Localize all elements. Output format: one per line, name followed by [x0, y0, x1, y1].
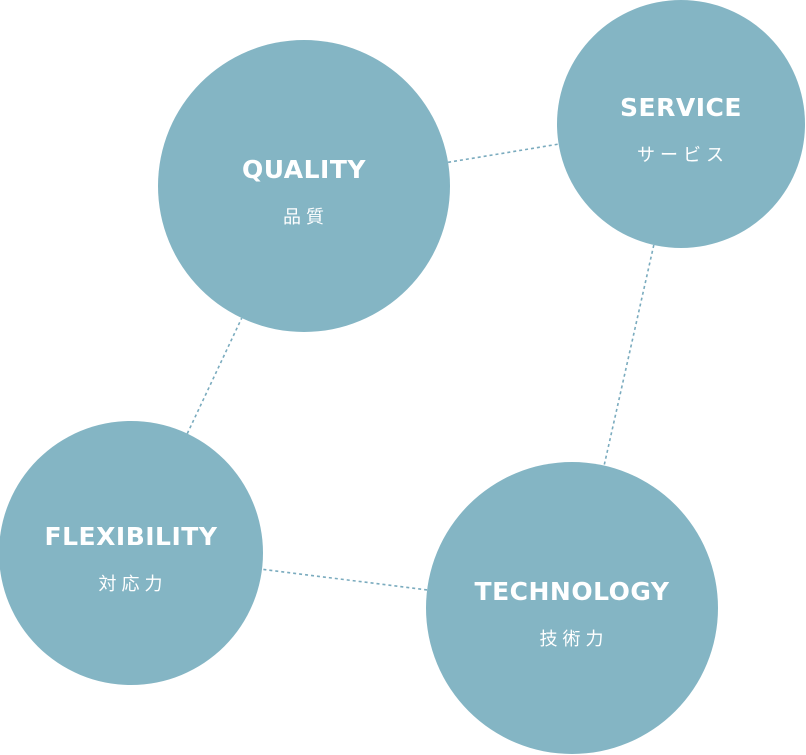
connector-technology-flexibility — [261, 568, 428, 591]
technology-subtitle: 技術力 — [540, 629, 609, 650]
connector-lines — [186, 143, 655, 591]
service-circle — [557, 0, 805, 248]
node-quality: QUALITY 品質 — [158, 40, 450, 332]
quality-title: QUALITY — [242, 155, 366, 184]
flexibility-title: FLEXIBILITY — [45, 522, 218, 551]
flexibility-subtitle: 対応力 — [99, 574, 168, 595]
technology-circle — [426, 462, 718, 754]
connector-quality-service — [447, 143, 559, 164]
quality-subtitle: 品質 — [283, 207, 329, 228]
flexibility-circle — [0, 421, 263, 685]
quality-circle — [158, 40, 450, 332]
service-subtitle: サービス — [637, 145, 729, 166]
connector-service-technology — [603, 244, 655, 466]
connector-flexibility-quality — [186, 317, 243, 434]
node-flexibility: FLEXIBILITY 対応力 — [0, 421, 263, 685]
node-technology: TECHNOLOGY 技術力 — [426, 462, 718, 754]
node-service: SERVICE サービス — [557, 0, 805, 248]
service-title: SERVICE — [620, 93, 742, 122]
technology-title: TECHNOLOGY — [475, 577, 670, 606]
